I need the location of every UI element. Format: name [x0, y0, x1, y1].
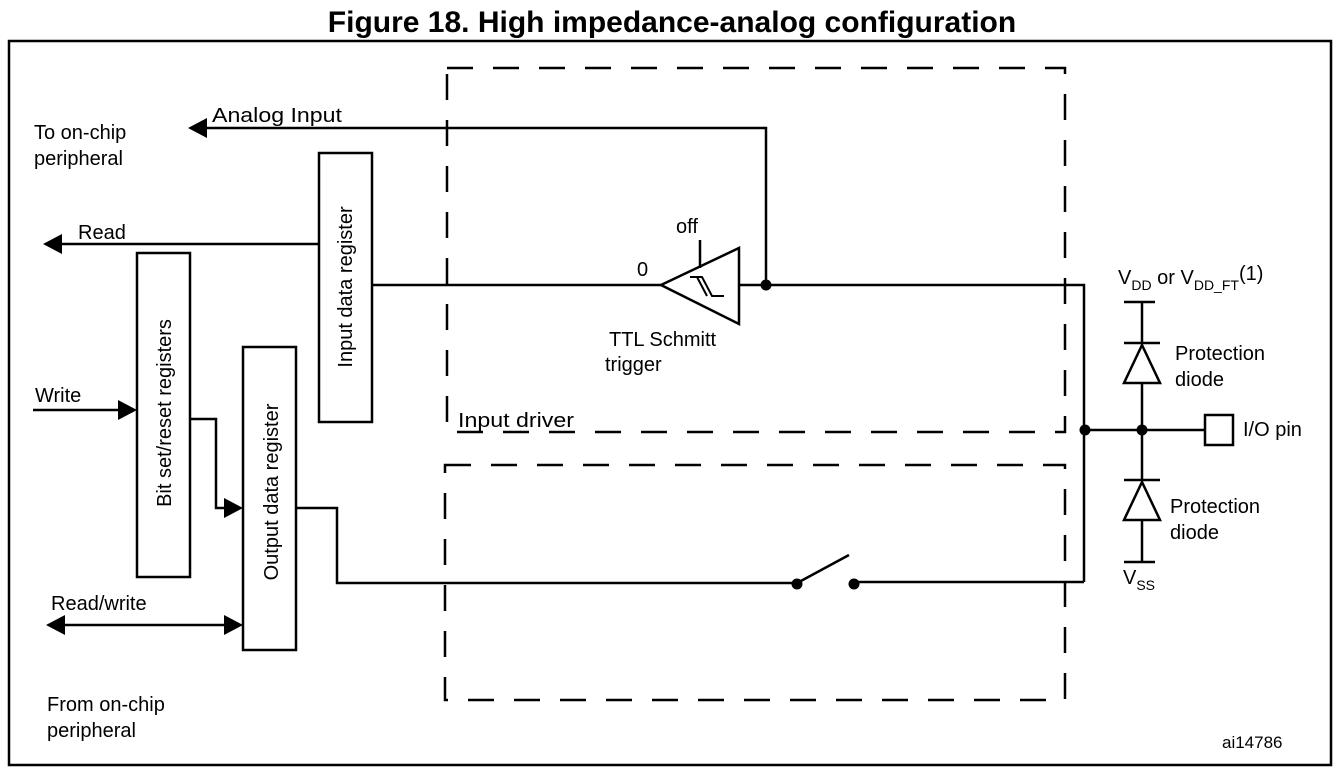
to-on-chip-label-line2: peripheral: [34, 148, 123, 170]
write-arrow-icon: [118, 400, 137, 420]
io-pin-icon: [1203, 413, 1235, 447]
upper-diode-label-line1: Protection: [1175, 343, 1265, 365]
from-on-chip-label-line2: peripheral: [47, 720, 136, 742]
lower-protection-diode-icon: [1122, 479, 1162, 522]
schmitt-label-line1: TTL Schmitt: [609, 329, 716, 351]
output-data-register-block: [241, 345, 298, 652]
input-data-register-label: Input data register: [335, 206, 357, 368]
outer-frame: [7, 39, 1333, 767]
switch-blade: [798, 553, 850, 584]
read-arrow-icon: [43, 234, 62, 254]
schmitt-off-label: off: [676, 216, 698, 238]
analog-input-arrow-icon: [188, 118, 207, 138]
odr-to-switch-wire: [296, 506, 796, 585]
to-on-chip-label-line1: To on-chip: [34, 122, 126, 144]
schmitt-input-zero-label: 0: [637, 259, 648, 281]
figure-reference-id: ai14786: [1222, 733, 1283, 752]
hysteresis-icon-edge: [696, 276, 708, 297]
lower-diode-label-line2: diode: [1170, 522, 1219, 544]
bit-set-reset-registers-block: [135, 251, 192, 579]
bus-junction-dot: [1079, 424, 1091, 436]
read-label: Read: [78, 222, 126, 244]
read-write-label: Read/write: [51, 593, 147, 615]
vdd-label: VDD or VDD_FT(1): [1118, 263, 1263, 293]
read-write-right-arrow-icon: [224, 615, 243, 635]
input-driver-label: Input driver: [458, 410, 574, 432]
schmitt-to-bus-wire: [739, 283, 1086, 582]
switch-contact-right-dot: [848, 578, 860, 590]
input-data-register-block: [317, 151, 374, 424]
upper-protection-diode-icon: [1122, 342, 1162, 385]
input-driver-boundary: [445, 66, 1067, 434]
analog-input-label: Analog Input: [212, 105, 342, 127]
analog-input-wire: [205, 126, 768, 285]
schmitt-label-line2: trigger: [605, 354, 662, 376]
bsrr-to-odr-wire: [190, 417, 226, 510]
write-label: Write: [35, 385, 81, 407]
from-on-chip-label-line1: From on-chip: [47, 694, 165, 716]
figure-title: Figure 18. High impedance-analog configu…: [328, 6, 1016, 39]
read-write-left-arrow-icon: [46, 615, 65, 635]
hysteresis-icon: [690, 276, 724, 297]
vss-label: VSS: [1123, 567, 1155, 593]
output-data-register-label: Output data register: [261, 403, 283, 580]
io-pin-label: I/O pin: [1243, 419, 1302, 441]
lower-diode-label-line1: Protection: [1170, 496, 1260, 518]
upper-diode-label-line2: diode: [1175, 369, 1224, 391]
bit-set-reset-registers-label: Bit set/reset registers: [154, 319, 176, 507]
bsrr-to-odr-arrow-icon: [224, 498, 243, 518]
switch-contact-left-dot: [791, 578, 803, 590]
analog-junction-dot: [760, 279, 772, 291]
